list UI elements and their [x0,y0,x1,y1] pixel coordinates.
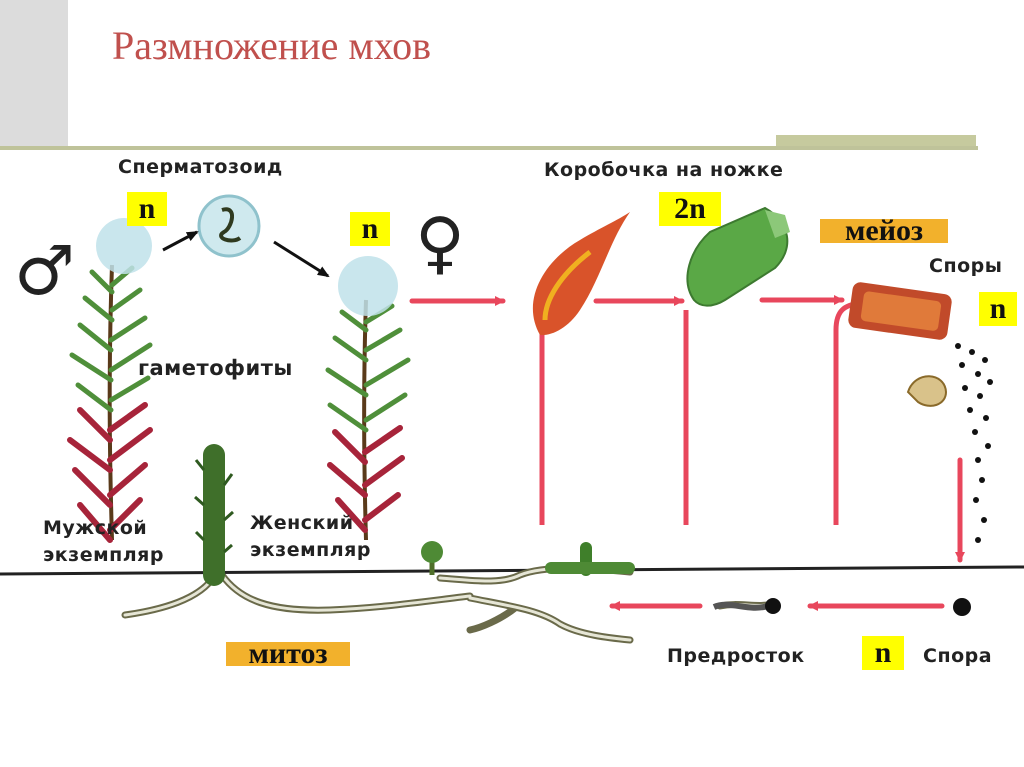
open-capsule [833,282,952,525]
spore-cap [906,375,948,407]
bud-on-protonema [421,541,443,575]
spores-label: Споры [929,255,1003,277]
germinating-spore [712,598,781,614]
slide-left-bar [0,0,68,150]
capsule-label: Коробочка на ножке [544,159,784,181]
male-symbol-icon: ♂ [14,232,75,311]
ploidy-tag-spore: n [862,636,904,670]
young-sporophyte [532,212,630,525]
slide-top-rule-accent [776,135,976,146]
female-label-line2: экземпляр [250,539,371,561]
ploidy-tag-male: n [127,192,167,226]
spermatozoid-label: Сперматозоид [118,156,283,178]
falling-spores [955,343,993,543]
female-label-line1: Женский [250,512,354,534]
spore-dot [953,598,971,616]
ground-line [0,565,1024,576]
protonema-label: Предросток [667,645,805,667]
process-arrows [409,295,965,611]
slide-top-rule [0,146,978,150]
spermatozoid-bubble [197,194,261,258]
young-moss-plant [194,444,234,586]
ploidy-tag-sporophyte: 2n [659,192,721,226]
meiosis-tag: мейоз [820,216,948,246]
female-gametophyte [325,256,411,541]
ploidy-tag-spores: n [979,292,1017,326]
ploidy-tag-female: n [350,212,390,246]
female-symbol-icon: ♀ [415,204,465,283]
arrow-to-spermatozoid [162,230,199,252]
male-label-line1: Мужской [43,517,148,539]
slide-title: Размножение мхов [112,23,432,68]
sprout-on-protonema [545,542,635,576]
arrow-to-female [273,240,330,278]
male-gametophyte [67,218,153,543]
green-capsule [683,206,790,525]
mitosis-tag: митоз [226,639,350,669]
male-label-line2: экземпляр [43,544,164,566]
gametophytes-label: гаметофиты [138,356,293,380]
spore-label: Спора [923,645,993,667]
